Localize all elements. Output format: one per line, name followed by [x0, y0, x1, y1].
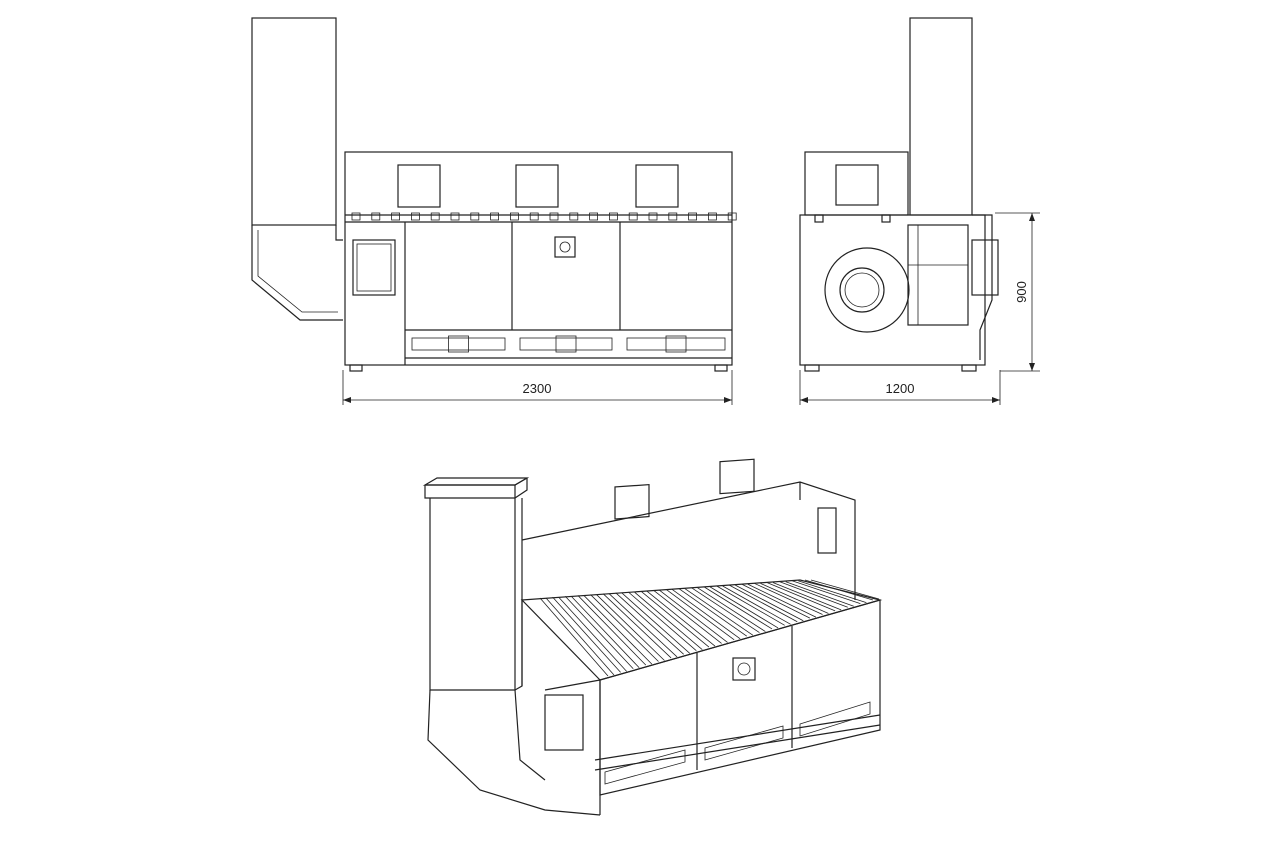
grate-slat	[615, 592, 684, 655]
grate-slat-edge	[558, 596, 627, 672]
grate-slat	[754, 583, 823, 615]
comb-tooth	[549, 212, 559, 221]
comb-tooth	[727, 212, 737, 221]
grate-slat-edge	[810, 579, 880, 600]
comb-tooth	[490, 212, 500, 221]
grate-slat	[792, 580, 861, 604]
height-dimension-label: 900	[1014, 281, 1029, 303]
grate-slat-edge	[608, 593, 678, 658]
iso-drawer-handle	[604, 749, 686, 785]
grate-slat-edge	[709, 586, 779, 629]
iso-drawer-handle	[704, 725, 784, 761]
grate-slat-edge	[798, 580, 867, 603]
comb-tooth	[648, 212, 658, 221]
comb-tooth	[351, 212, 361, 221]
grate-slat	[640, 590, 710, 648]
comb-tooth	[391, 212, 401, 221]
grate-slat	[804, 579, 874, 601]
drawer-handle	[411, 337, 506, 351]
grate-slat-edge	[634, 591, 703, 650]
isometric-view	[422, 458, 883, 816]
grate-slat	[590, 594, 659, 662]
drawer-latch	[555, 335, 577, 353]
grate-slat-edge	[671, 589, 741, 640]
grate-slat	[628, 591, 697, 651]
grate-slat	[552, 596, 621, 673]
grate-slat	[678, 588, 748, 637]
comb-tooth	[371, 212, 381, 221]
comb-tooth	[509, 212, 519, 221]
drawer-latch	[665, 335, 687, 353]
comb-tooth	[450, 212, 460, 221]
grate-slat-edge	[570, 596, 640, 669]
comb-tooth	[708, 212, 717, 221]
grate-slat	[691, 587, 760, 633]
comb-tooth	[688, 212, 697, 221]
front-view: 2300	[251, 17, 737, 405]
comb-tooth	[470, 212, 480, 221]
grate-slat-edge	[646, 590, 716, 647]
grate-slat-edge	[583, 595, 653, 665]
comb-tooth	[529, 212, 539, 221]
grate-slat	[779, 581, 848, 608]
grate-slat-edge	[621, 592, 690, 654]
comb-tooth	[609, 212, 618, 221]
comb-tooth	[628, 212, 638, 221]
grate-slat-edge	[772, 582, 842, 611]
grate-slat-edge	[722, 585, 791, 625]
iso-drawer-handle	[799, 701, 871, 737]
grate-slat-edge	[697, 587, 766, 632]
comb-tooth	[668, 212, 678, 221]
grate-slat-edge	[684, 588, 754, 636]
drawer-handle	[519, 337, 613, 351]
depth-dimension-label: 1200	[886, 381, 915, 396]
grate-slat	[729, 584, 798, 623]
grate-slat	[564, 596, 634, 670]
grate-slat-edge	[735, 584, 804, 622]
grate-slat	[703, 586, 773, 630]
grate-slat-edge	[659, 589, 728, 643]
grate-slat-edge	[785, 581, 854, 607]
grate-slat	[653, 589, 722, 644]
grate-slat	[577, 595, 647, 666]
comb-tooth	[410, 212, 420, 221]
comb-tooth	[569, 212, 579, 221]
grate-slat	[665, 589, 735, 641]
width-dimension-label: 2300	[523, 381, 552, 396]
drawer-handle	[626, 337, 726, 351]
grate-slat-edge	[760, 583, 829, 614]
grate-slat	[539, 597, 609, 677]
grate-slat	[741, 583, 811, 619]
drawer-latch	[448, 335, 469, 353]
grate-slat	[716, 585, 785, 626]
grate-slat-edge	[747, 583, 817, 618]
grate-slat-edge	[545, 597, 615, 676]
comb-tooth	[430, 212, 440, 221]
grate-slat	[766, 582, 836, 612]
comb-tooth	[589, 212, 598, 221]
side-view: 1200 900	[799, 17, 1040, 405]
grate-slat-edge	[596, 594, 665, 661]
grate-slat	[602, 593, 672, 659]
